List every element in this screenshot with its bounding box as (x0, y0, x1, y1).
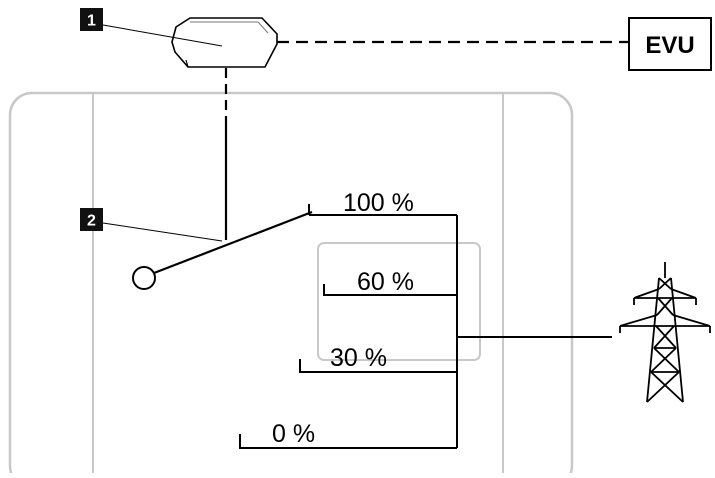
power-pylon-icon (619, 262, 711, 403)
contact-60-line (323, 284, 457, 296)
callout-1-leader (102, 24, 223, 47)
label-30-percent: 30 % (330, 344, 387, 372)
callout-2-leader (102, 222, 223, 242)
switch-blade (153, 210, 313, 275)
inner-frame (317, 242, 481, 361)
label-100-percent: 100 % (343, 189, 414, 217)
label-60-percent: 60 % (357, 268, 414, 296)
evu-box: EVU (628, 17, 712, 71)
callout-1-number: 1 (87, 13, 96, 30)
inverter-frame (8, 91, 574, 478)
callout-1-badge (80, 8, 103, 31)
evu-label: EVU (645, 32, 694, 59)
callout-1: 1 (80, 8, 223, 47)
callout-2: 2 (80, 208, 223, 242)
callout-2-badge (80, 208, 103, 231)
contact-30-line (299, 359, 457, 373)
switch-pivot (132, 266, 156, 290)
label-0-percent: 0 % (272, 420, 315, 448)
evu-box-outline (628, 17, 712, 71)
switch-contacts (239, 204, 612, 449)
contact-0-line (239, 434, 457, 449)
callout-2-number: 2 (87, 213, 96, 230)
inverter-outline (8, 91, 574, 478)
ripple-control-receiver-icon (171, 17, 278, 68)
